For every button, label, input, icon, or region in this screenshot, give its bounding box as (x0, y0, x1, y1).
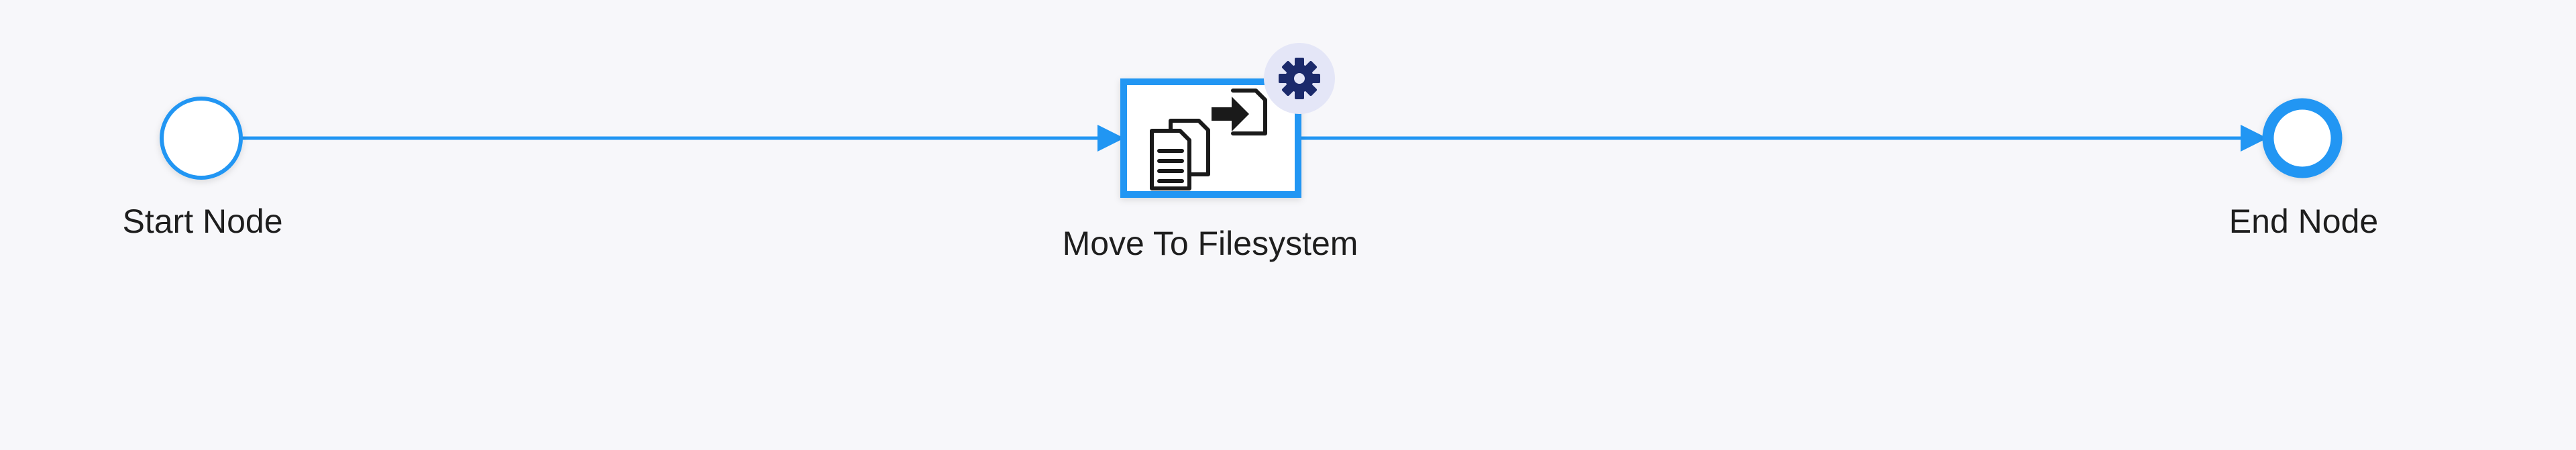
gear-icon (1279, 58, 1320, 99)
task-node-label: Move To Filesystem (1062, 225, 1358, 262)
start-node-label: Start Node (122, 203, 283, 240)
task-settings-button[interactable] (1264, 43, 1335, 114)
task-node-move-to-filesystem[interactable] (1120, 43, 1335, 198)
move-files-icon (1150, 89, 1267, 190)
end-node-label: End Node (2229, 203, 2379, 240)
start-node[interactable] (160, 97, 243, 180)
end-node[interactable] (2262, 98, 2343, 178)
start-circle-icon (160, 97, 243, 180)
end-circle-icon (2262, 98, 2343, 178)
